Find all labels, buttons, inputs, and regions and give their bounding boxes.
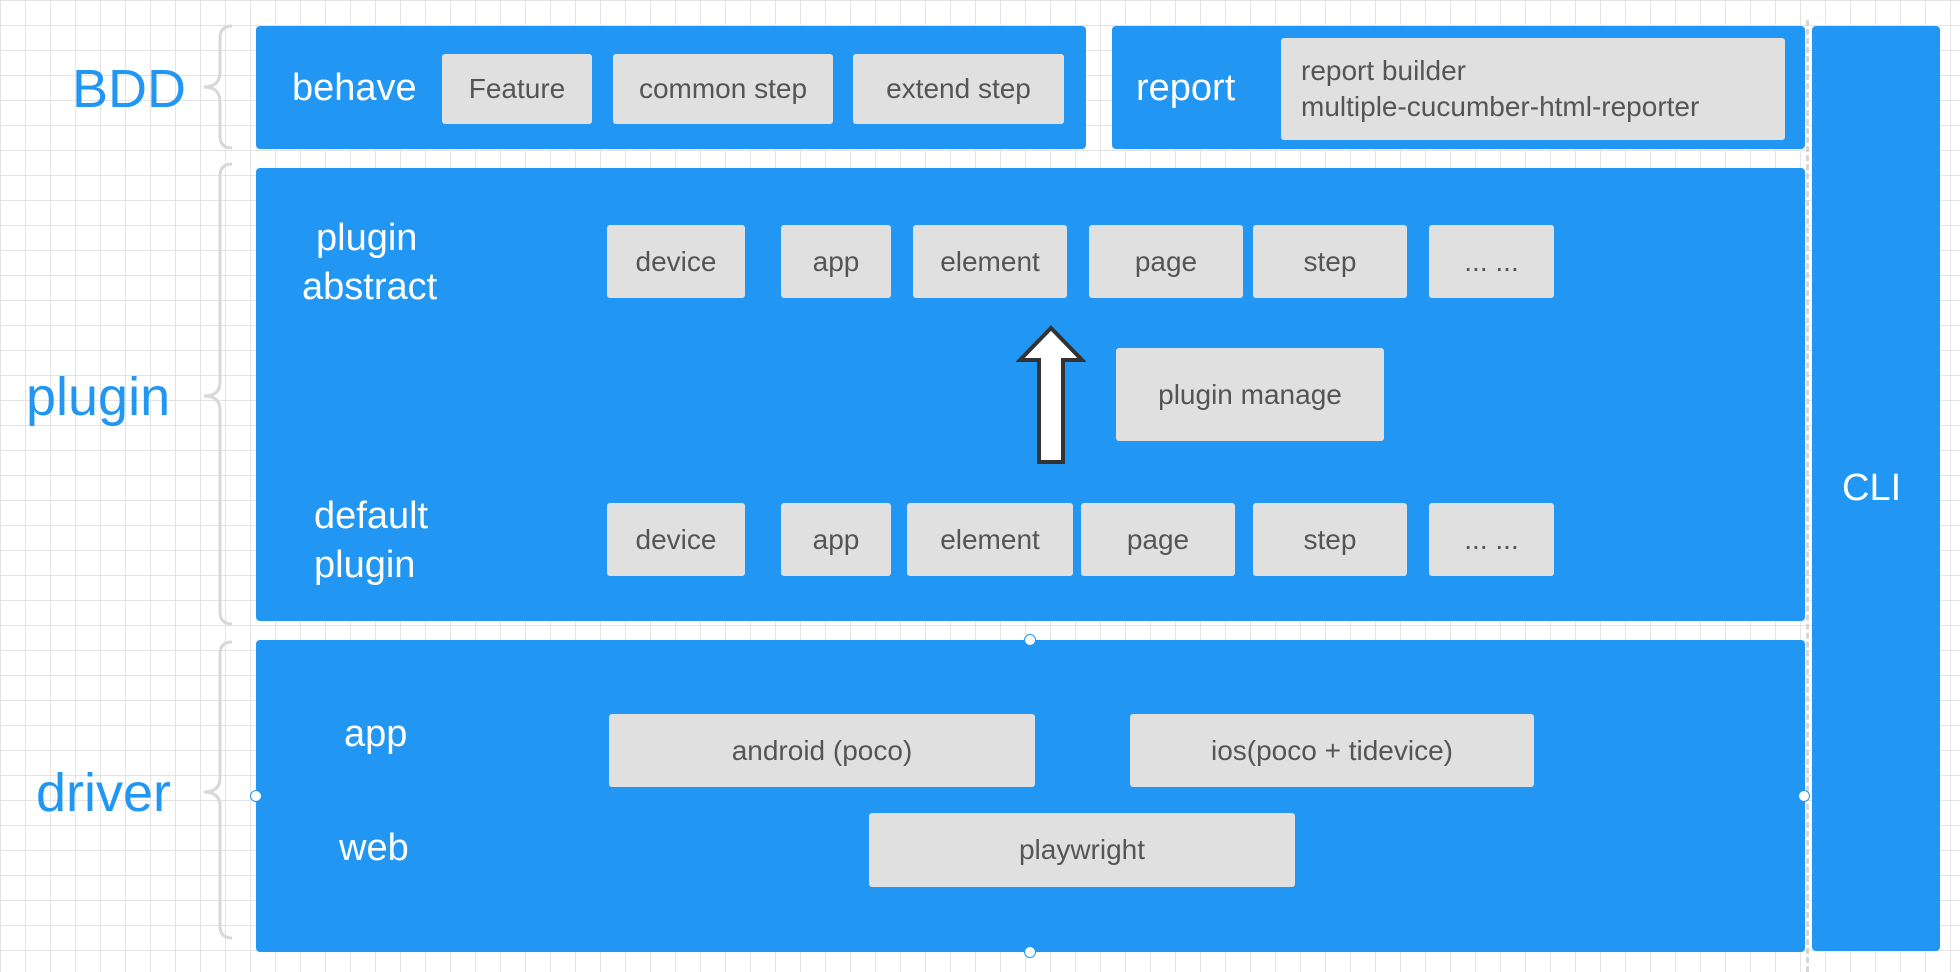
driver-app-label: app <box>344 713 408 755</box>
abstract-step-box: step <box>1253 225 1407 298</box>
abstract-app-box: app <box>781 225 891 298</box>
default-plugin-label-line2: plugin <box>314 544 416 587</box>
report-builder-box: report builder multiple-cucumber-html-re… <box>1281 38 1785 140</box>
default-step-box: step <box>1253 503 1407 576</box>
plugin-abstract-label-line2: abstract <box>302 266 438 309</box>
abstract-device-box: device <box>607 225 745 298</box>
plugin-abstract-label: plugin abstract <box>302 214 437 313</box>
up-arrow-icon <box>1016 325 1086 464</box>
extend-step-box: extend step <box>853 54 1064 124</box>
cli-divider-line <box>1806 20 1809 972</box>
report-builder-line: report builder <box>1301 55 1466 87</box>
abstract-more-box: ... ... <box>1429 225 1554 298</box>
selection-handle-bottom[interactable] <box>1024 946 1036 958</box>
common-step-box: common step <box>613 54 833 124</box>
ios-poco-tidevice-box: ios(poco + tidevice) <box>1130 714 1534 787</box>
playwright-box: playwright <box>869 813 1295 887</box>
default-device-box: device <box>607 503 745 576</box>
plugin-manage-box: plugin manage <box>1116 348 1384 441</box>
android-poco-box: android (poco) <box>609 714 1035 787</box>
plugin-panel: plugin abstract device app element page … <box>256 168 1805 621</box>
bdd-brace <box>203 24 233 150</box>
default-plugin-label: default plugin <box>314 492 428 591</box>
selection-handle-right[interactable] <box>1798 790 1810 802</box>
plugin-brace <box>203 162 233 626</box>
driver-web-label: web <box>339 827 409 869</box>
bdd-panel: behave Feature common step extend step <box>256 26 1086 149</box>
default-page-box: page <box>1081 503 1235 576</box>
driver-brace <box>203 640 233 940</box>
driver-group-label: driver <box>36 763 172 823</box>
feature-box: Feature <box>442 54 592 124</box>
abstract-element-box: element <box>913 225 1067 298</box>
default-plugin-label-line1: default <box>314 495 429 537</box>
driver-panel: app web android (poco) ios(poco + tidevi… <box>256 640 1805 952</box>
default-app-box: app <box>781 503 891 576</box>
report-reporter-line: multiple-cucumber-html-reporter <box>1301 91 1700 122</box>
plugin-abstract-label-line1: plugin <box>316 217 418 259</box>
abstract-page-box: page <box>1089 225 1243 298</box>
bdd-group-label: BDD <box>72 59 187 119</box>
selection-handle-left[interactable] <box>250 790 262 802</box>
report-label: report <box>1136 67 1236 109</box>
cli-panel: CLI <box>1812 26 1940 951</box>
default-more-box: ... ... <box>1429 503 1554 576</box>
default-element-box: element <box>907 503 1073 576</box>
behave-label: behave <box>292 67 417 109</box>
selection-handle-top[interactable] <box>1024 634 1036 646</box>
cli-label: CLI <box>1842 467 1902 509</box>
plugin-group-label: plugin <box>26 367 171 427</box>
report-panel: report report builder multiple-cucumber-… <box>1112 26 1805 149</box>
